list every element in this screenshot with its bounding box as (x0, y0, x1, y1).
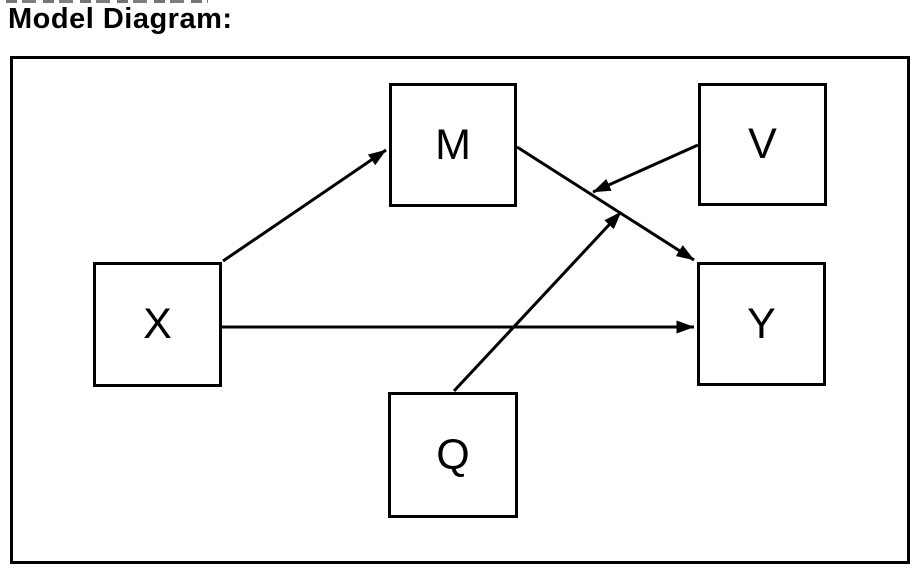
node-v-label: V (748, 120, 777, 168)
node-y-label: Y (747, 299, 776, 348)
node-q-label: Q (436, 430, 470, 479)
node-q: Q (388, 392, 518, 518)
node-v: V (698, 83, 827, 206)
node-y: Y (697, 262, 826, 386)
node-x-label: X (143, 300, 172, 348)
node-m: M (389, 83, 517, 207)
page-title: Model Diagram: (8, 3, 233, 35)
cropped-text-artifact (6, 0, 208, 3)
node-x: X (93, 262, 222, 387)
node-m-label: M (435, 120, 471, 169)
